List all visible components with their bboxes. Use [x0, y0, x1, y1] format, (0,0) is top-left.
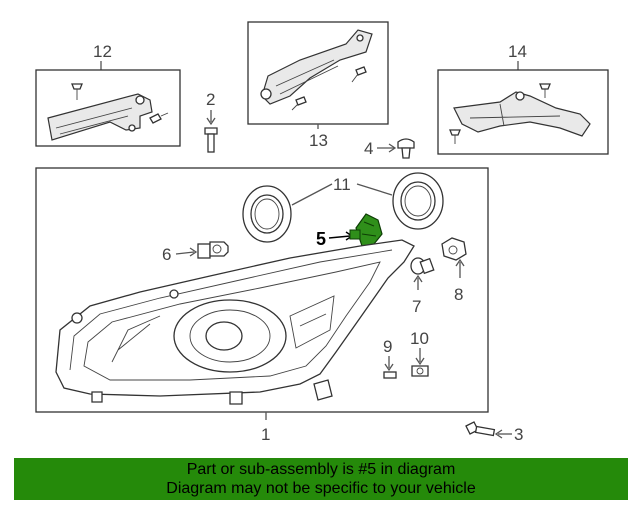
- part-4-clip: 4: [364, 138, 415, 159]
- part-9-bulb: 9: [383, 337, 397, 379]
- callout-3: 3: [514, 425, 523, 444]
- callout-11: 11: [333, 175, 351, 194]
- parts-diagram: 12 13 14: [35, 21, 609, 444]
- callout-8: 8: [454, 285, 463, 304]
- part-11-seal-left: [242, 185, 292, 243]
- part-11-seal-right: [392, 172, 444, 230]
- banner-line-1: Part or sub-assembly is #5 in diagram: [186, 461, 456, 478]
- callout-13: 13: [309, 131, 328, 150]
- callout-7: 7: [412, 297, 421, 316]
- callout-14: 14: [508, 42, 527, 61]
- callout-6: 6: [162, 245, 171, 264]
- callout-9: 9: [383, 337, 392, 356]
- headlight-assembly-box: 11 5 6: [35, 167, 489, 413]
- part-6-bulb: 6: [162, 241, 229, 264]
- part-7-bulb: 7: [410, 257, 435, 316]
- callout-1: 1: [261, 425, 270, 444]
- callout-5: 5: [316, 229, 326, 249]
- part-13-bracket-box: 13: [247, 21, 389, 150]
- part-12-bracket-box: 12: [35, 42, 181, 147]
- part-5-bulb-highlighted: 5: [316, 213, 383, 249]
- callout-12: 12: [93, 42, 112, 61]
- part-8-socket: 8: [441, 237, 467, 304]
- part-1-headlight-housing: [55, 239, 415, 405]
- banner-line-2: Diagram may not be specific to your vehi…: [166, 480, 476, 497]
- callout-2: 2: [206, 90, 215, 109]
- part-10-socket: 10: [410, 329, 429, 377]
- info-banner: Part or sub-assembly is #5 in diagram Di…: [14, 458, 628, 500]
- callout-10: 10: [410, 329, 429, 348]
- part-2-bolt: 2: [204, 90, 218, 153]
- callout-4: 4: [364, 139, 373, 158]
- part-3-screw: 3: [465, 421, 523, 444]
- part-14-bracket-box: 14: [437, 42, 609, 155]
